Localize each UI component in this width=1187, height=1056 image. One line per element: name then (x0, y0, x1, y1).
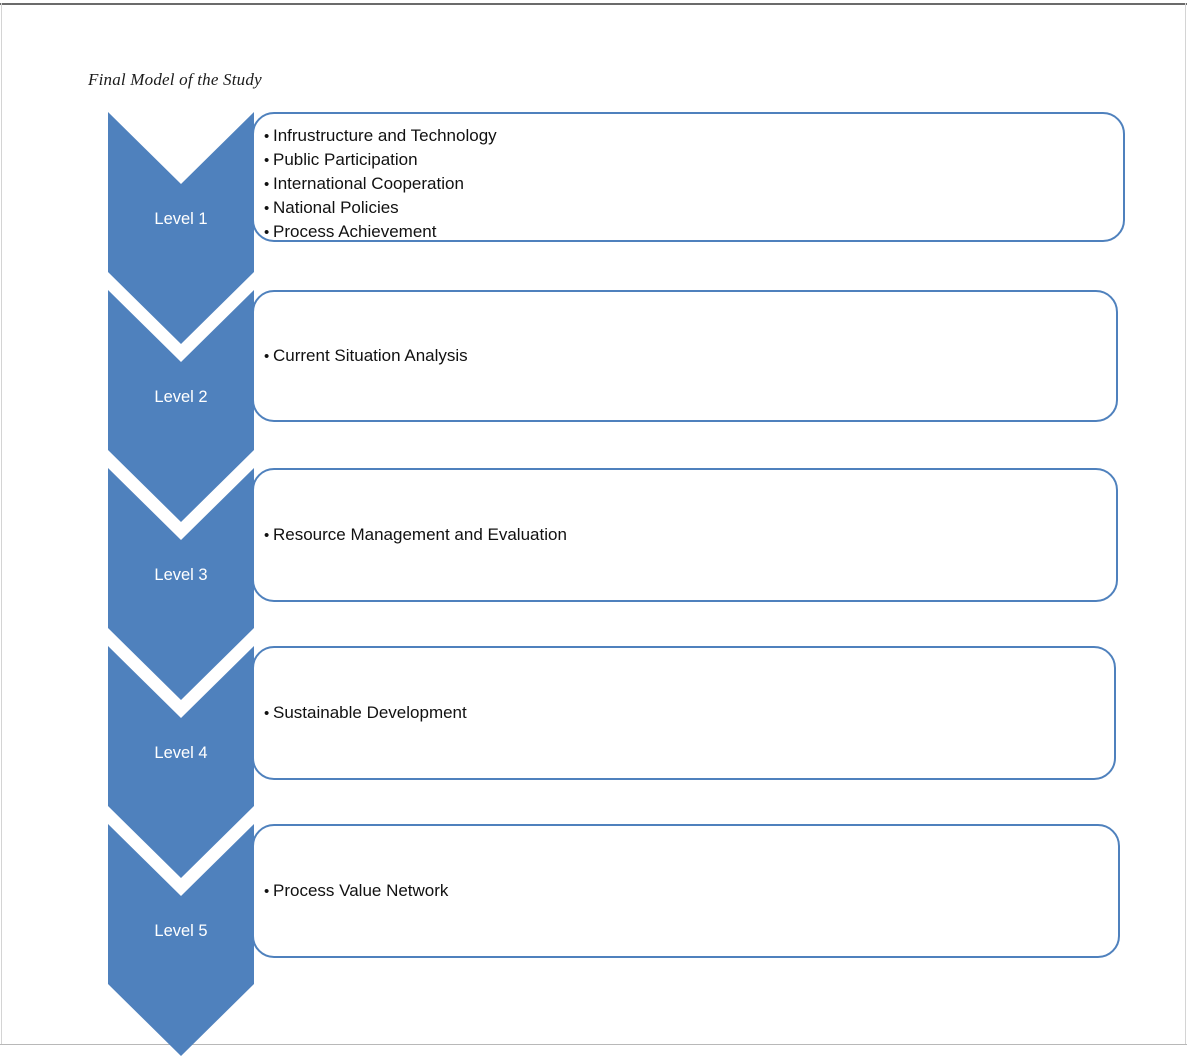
level-1-content-box[interactable]: Infrustructure and TechnologyPublic Part… (252, 112, 1125, 242)
chevron-down-icon (108, 646, 254, 878)
chevron-down-icon (108, 290, 254, 522)
chevron-down-icon (108, 468, 254, 700)
chevron-down-icon (108, 824, 254, 1056)
level-3-bullet-list: Resource Management and Evaluation (264, 523, 1116, 547)
level-2-chevron[interactable] (108, 290, 254, 522)
page-border-bottom (0, 1044, 1187, 1045)
list-item: International Cooperation (264, 172, 1123, 196)
level-4-chevron[interactable] (108, 646, 254, 878)
list-item: Infrustructure and Technology (264, 124, 1123, 148)
level-3-content-box[interactable]: Resource Management and Evaluation (252, 468, 1118, 602)
level-5-content-box[interactable]: Process Value Network (252, 824, 1120, 958)
page-border-top (0, 3, 1187, 5)
level-2-bullet-list: Current Situation Analysis (264, 344, 1116, 368)
level-5-chevron[interactable] (108, 824, 254, 1056)
list-item: Process Value Network (264, 879, 1118, 903)
list-item: National Policies (264, 196, 1123, 220)
chevron-down-icon (108, 112, 254, 344)
level-1-bullet-list: Infrustructure and TechnologyPublic Part… (264, 124, 1123, 244)
list-item: Public Participation (264, 148, 1123, 172)
list-item: Sustainable Development (264, 701, 1114, 725)
page-border-left (1, 3, 2, 1045)
level-4-content-box[interactable]: Sustainable Development (252, 646, 1116, 780)
list-item: Resource Management and Evaluation (264, 523, 1116, 547)
level-3-chevron[interactable] (108, 468, 254, 700)
page-title: Final Model of the Study (88, 70, 262, 89)
page-border-right (1185, 3, 1186, 1045)
level-2-content-box[interactable]: Current Situation Analysis (252, 290, 1118, 422)
level-4-bullet-list: Sustainable Development (264, 701, 1114, 725)
list-item: Process Achievement (264, 220, 1123, 244)
level-1-chevron[interactable] (108, 112, 254, 344)
level-5-bullet-list: Process Value Network (264, 879, 1118, 903)
list-item: Current Situation Analysis (264, 344, 1116, 368)
